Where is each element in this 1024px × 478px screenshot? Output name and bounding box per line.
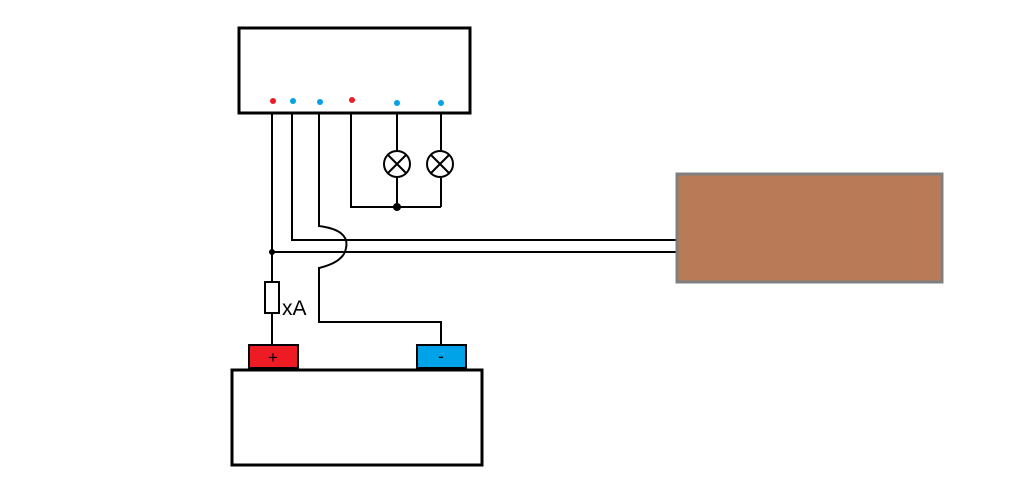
battery-positive-terminal xyxy=(248,344,299,369)
junction-dot-positive xyxy=(269,249,275,255)
terminal-dot-5 xyxy=(394,100,400,106)
terminal-dot-1 xyxy=(270,98,276,104)
terminal-dot-2 xyxy=(290,98,296,104)
fuse-rating-label: xA xyxy=(282,297,307,320)
terminal-dot-3 xyxy=(317,99,323,105)
terminal-dot-4 xyxy=(349,97,355,103)
terminal-dot-6 xyxy=(438,100,444,106)
battery-negative-terminal xyxy=(416,344,467,369)
lamp-2-icon xyxy=(426,150,454,178)
junction-dot-lamps xyxy=(393,203,401,211)
lamp-1-icon xyxy=(383,150,411,178)
device-box xyxy=(675,172,944,284)
battery-box xyxy=(230,368,484,467)
wire-ground xyxy=(318,113,442,345)
battery-positive-label: + xyxy=(268,348,278,367)
wire-lamp-common xyxy=(350,113,441,208)
battery-negative-label: - xyxy=(438,347,444,366)
wire-signal-2 xyxy=(291,113,676,241)
fuse-icon xyxy=(264,281,280,314)
